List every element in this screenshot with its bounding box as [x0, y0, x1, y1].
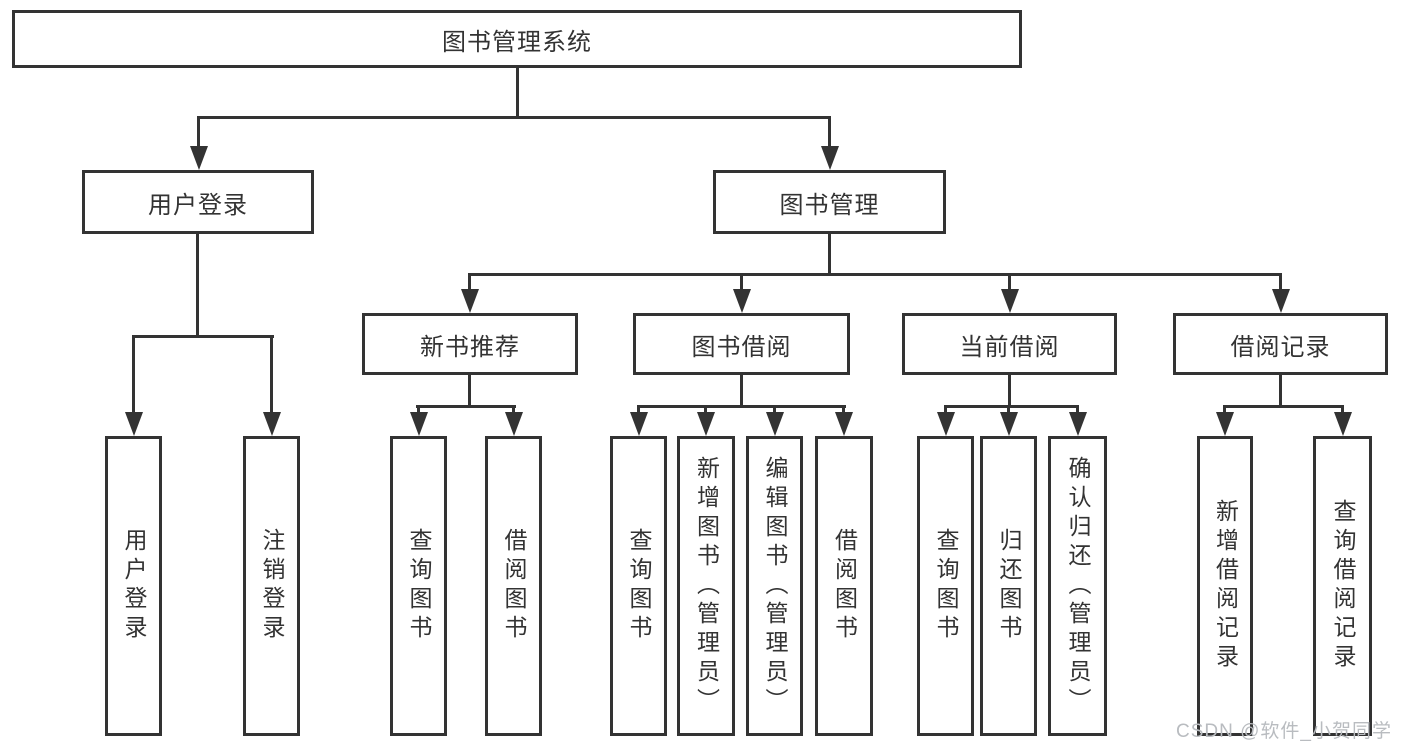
- node-book-management: 图书管理: [713, 170, 946, 234]
- connector-line: [828, 116, 831, 148]
- arrowhead-down-icon: [262, 412, 281, 436]
- connector-line: [828, 234, 831, 276]
- node-leaf-recommend-borrow-books: 借阅图书: [485, 436, 542, 736]
- connector-line: [740, 273, 743, 291]
- connector-line: [740, 375, 743, 408]
- connector-line: [1076, 405, 1079, 414]
- arrowhead-down-icon: [504, 412, 523, 436]
- watermark: CSDN @软件_小贺同学: [1176, 721, 1392, 742]
- connector-line: [1008, 375, 1011, 408]
- connector-line: [468, 273, 1282, 276]
- connector-line: [944, 405, 947, 414]
- connector-line: [197, 116, 831, 119]
- arrowhead-down-icon: [835, 412, 853, 436]
- connector-line: [842, 405, 845, 414]
- connector-line: [1279, 273, 1282, 291]
- node-leaf-confirm-return-admin: 确认归还（管理员）: [1048, 436, 1107, 736]
- arrowhead-down-icon: [1000, 289, 1019, 313]
- arrowhead-down-icon: [820, 146, 839, 170]
- node-leaf-current-query-books: 查询图书: [917, 436, 974, 736]
- connector-line: [516, 67, 519, 118]
- arrowhead-down-icon: [936, 412, 955, 436]
- arrowhead-down-icon: [189, 146, 208, 170]
- connector-line: [704, 405, 707, 414]
- arrowhead-down-icon: [1216, 412, 1234, 436]
- connector-line: [1341, 405, 1344, 414]
- connector-line: [1007, 405, 1010, 414]
- node-leaf-add-books-admin: 新增图书（管理员）: [677, 436, 735, 736]
- node-leaf-recommend-query-books: 查询图书: [390, 436, 447, 736]
- connector-line: [468, 375, 471, 408]
- connector-line: [512, 405, 515, 414]
- arrowhead-down-icon: [999, 412, 1018, 436]
- connector-line: [773, 405, 776, 414]
- connector-line: [132, 335, 274, 338]
- node-user-login: 用户登录: [82, 170, 314, 234]
- node-borrowing-records: 借阅记录: [1173, 313, 1388, 375]
- connector-line: [1279, 375, 1282, 408]
- connector-line: [416, 405, 516, 408]
- connector-line: [637, 405, 846, 408]
- arrowhead-down-icon: [765, 412, 784, 436]
- arrowhead-down-icon: [697, 412, 715, 436]
- connector-line: [468, 273, 471, 291]
- arrowhead-down-icon: [629, 412, 648, 436]
- connector-line: [1008, 273, 1011, 291]
- arrowhead-down-icon: [124, 412, 143, 436]
- node-new-book-recommend: 新书推荐: [362, 313, 578, 375]
- arrowhead-down-icon: [1068, 412, 1087, 436]
- node-leaf-borrow-query-books: 查询图书: [610, 436, 667, 736]
- arrowhead-down-icon: [732, 289, 751, 313]
- connector-line: [637, 405, 640, 414]
- node-library-management-system: 图书管理系统: [12, 10, 1022, 68]
- node-leaf-add-borrow-record: 新增借阅记录: [1197, 436, 1253, 736]
- arrowhead-down-icon: [1271, 289, 1290, 313]
- node-leaf-query-borrow-record: 查询借阅记录: [1313, 436, 1372, 736]
- node-leaf-logout: 注销登录: [243, 436, 300, 736]
- arrowhead-down-icon: [409, 412, 428, 436]
- connector-line: [197, 116, 200, 148]
- node-leaf-borrow-books: 借阅图书: [815, 436, 873, 736]
- connector-line: [132, 335, 135, 414]
- node-leaf-return-books: 归还图书: [980, 436, 1037, 736]
- node-leaf-edit-books-admin: 编辑图书（管理员）: [746, 436, 803, 736]
- node-leaf-user-login: 用户登录: [105, 436, 162, 736]
- arrowhead-down-icon: [461, 289, 479, 313]
- connector-line: [270, 335, 273, 414]
- node-book-borrowing: 图书借阅: [633, 313, 850, 375]
- connector-line: [944, 405, 1079, 408]
- arrowhead-down-icon: [1333, 412, 1352, 436]
- connector-line: [1223, 405, 1226, 414]
- connector-line: [196, 234, 199, 338]
- connector-line: [417, 405, 420, 414]
- connector-line: [1223, 405, 1344, 408]
- node-current-borrowing: 当前借阅: [902, 313, 1117, 375]
